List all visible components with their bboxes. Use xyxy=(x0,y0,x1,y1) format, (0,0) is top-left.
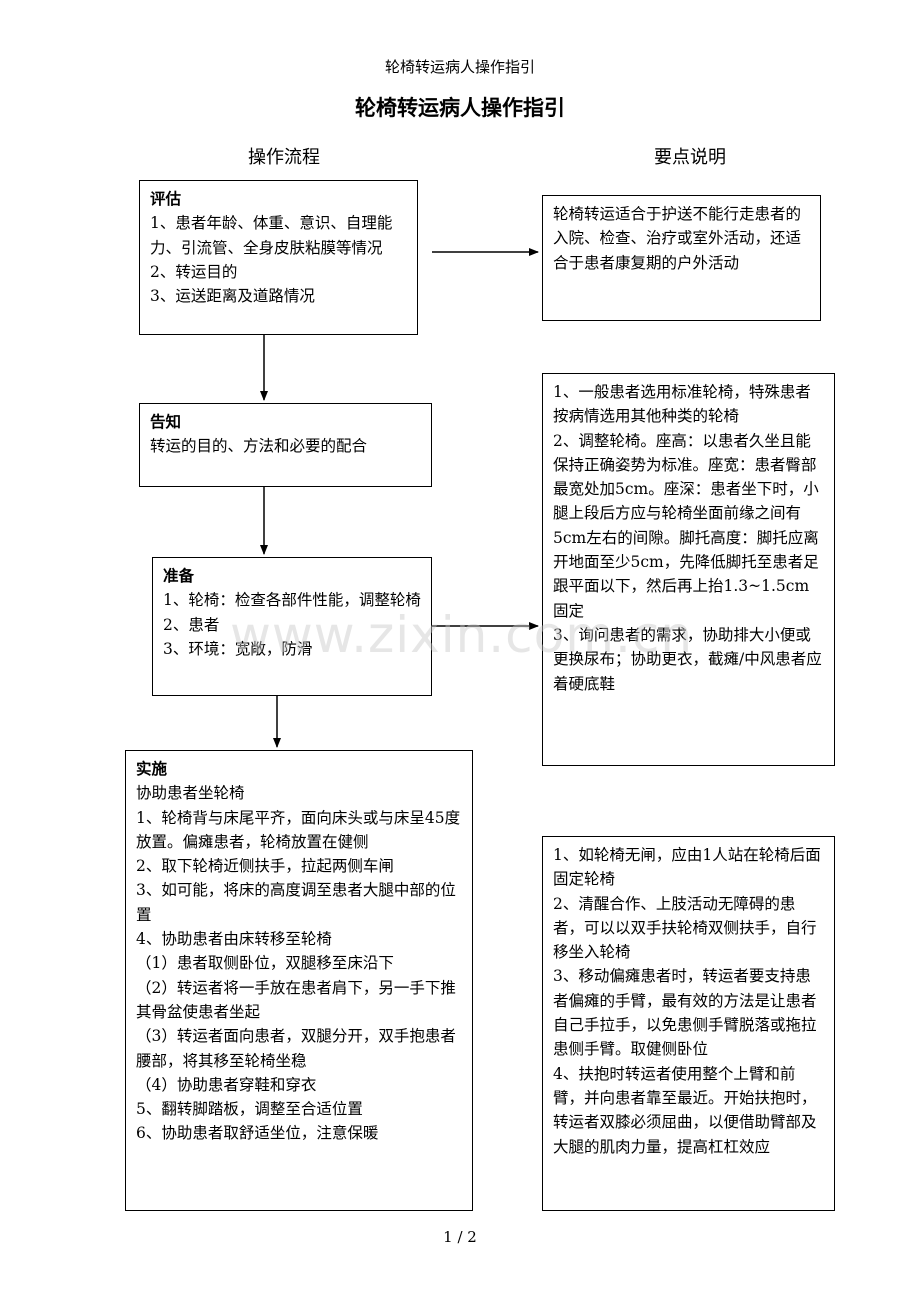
step-implement-line: 3、如可能，将床的高度调至患者大腿中部的位置 xyxy=(136,881,456,924)
note-line: 1、一般患者选用标准轮椅，特殊患者按病情选用其他种类的轮椅 xyxy=(553,383,811,426)
step-implement-line: 5、翻转脚踏板，调整至合适位置 xyxy=(136,1100,363,1119)
page-number: 1 / 2 xyxy=(443,1228,477,1246)
column-heading-process: 操作流程 xyxy=(248,147,320,168)
step-implement-line: 协助患者坐轮椅 xyxy=(136,784,245,803)
note-line: 3、询问患者的需求，协助排大小便或更换尿布；协助更衣，截瘫/中风患者应着硬底鞋 xyxy=(553,625,822,693)
step-implement-line: 1、轮椅背与床尾平齐，面向床头或与床呈45度放置。偏瘫患者，轮椅放置在健侧 xyxy=(136,808,461,851)
step-implement-title: 实施 xyxy=(136,760,168,778)
watermark: www.zixin.com.cn xyxy=(230,606,694,664)
step-assess-title: 评估 xyxy=(150,190,182,208)
note-line: 2、清醒合作、上肢活动无障碍的患者，可以以双手扶轮椅双侧扶手，自行移坐入轮椅 xyxy=(553,894,817,962)
step-implement-line: （4）协助患者穿鞋和穿衣 xyxy=(136,1075,317,1094)
step-assess-line: 3、运送距离及道路情况 xyxy=(150,287,315,306)
note-box-3: 1、如轮椅无闸，应由1人站在轮椅后面固定轮椅 2、清醒合作、上肢活动无障碍的患者… xyxy=(542,836,835,1211)
step-implement-line: 2、取下轮椅近侧扶手，拉起两侧车闸 xyxy=(136,857,394,876)
note-line: 4、扶抱时转运者使用整个上臂和前臂，并向患者靠至最近。开始扶抱时，转运者双膝必须… xyxy=(553,1064,817,1156)
step-prepare-title: 准备 xyxy=(163,567,195,585)
step-assess-line: 2、转运目的 xyxy=(150,262,238,281)
note-box-2: 1、一般患者选用标准轮椅，特殊患者按病情选用其他种类的轮椅 2、调整轮椅。座高：… xyxy=(542,373,835,766)
step-implement-line: （2）转运者将一手放在患者肩下，另一手下推其骨盆使患者坐起 xyxy=(136,978,456,1021)
step-implement-line: （3）转运者面向患者，双腿分开，双手抱患者腰部，将其移至轮椅坐稳 xyxy=(136,1027,456,1070)
note-line: 2、调整轮椅。座高：以患者久坐且能保持正确姿势为标准。座宽：患者臀部最宽处加5c… xyxy=(553,431,819,620)
step-prepare-box: 准备 1、轮椅：检查各部件性能，调整轮椅 2、患者 3、环境：宽敞，防滑 xyxy=(152,557,432,696)
step-prepare-line: 1、轮椅：检查各部件性能，调整轮椅 xyxy=(163,591,421,610)
step-assess-line: 1、患者年龄、体重、意识、自理能力、引流管、全身皮肤粘膜等情况 xyxy=(150,214,393,257)
step-assess-box: 评估 1、患者年龄、体重、意识、自理能力、引流管、全身皮肤粘膜等情况 2、转运目… xyxy=(139,180,418,335)
note-line: 轮椅转运适合于护送不能行走患者的入院、检查、治疗或室外活动，还适合于患者康复期的… xyxy=(553,205,802,272)
step-implement-box: 实施 协助患者坐轮椅 1、轮椅背与床尾平齐，面向床头或与床呈45度放置。偏瘫患者… xyxy=(125,750,473,1211)
note-line: 3、移动偏瘫患者时，转运者要支持患者偏瘫的手臂，最有效的方法是让患者自己手拉手，… xyxy=(553,967,817,1059)
step-implement-line: （1）患者取侧卧位，双腿移至床沿下 xyxy=(136,954,394,973)
page-title: 轮椅转运病人操作指引 xyxy=(355,96,565,120)
step-inform-line: 转运的目的、方法和必要的配合 xyxy=(150,437,368,456)
step-implement-line: 6、协助患者取舒适坐位，注意保暖 xyxy=(136,1124,379,1143)
note-line: 1、如轮椅无闸，应由1人站在轮椅后面固定轮椅 xyxy=(553,846,821,889)
step-inform-box: 告知 转运的目的、方法和必要的配合 xyxy=(139,403,432,487)
page-header: 轮椅转运病人操作指引 xyxy=(384,58,535,76)
step-inform-title: 告知 xyxy=(150,413,182,431)
note-box-1: 轮椅转运适合于护送不能行走患者的入院、检查、治疗或室外活动，还适合于患者康复期的… xyxy=(542,195,821,321)
step-prepare-line: 3、环境：宽敞，防滑 xyxy=(163,639,313,658)
step-prepare-line: 2、患者 xyxy=(163,615,220,634)
step-implement-line: 4、协助患者由床转移至轮椅 xyxy=(136,930,332,949)
column-heading-notes: 要点说明 xyxy=(654,147,726,168)
